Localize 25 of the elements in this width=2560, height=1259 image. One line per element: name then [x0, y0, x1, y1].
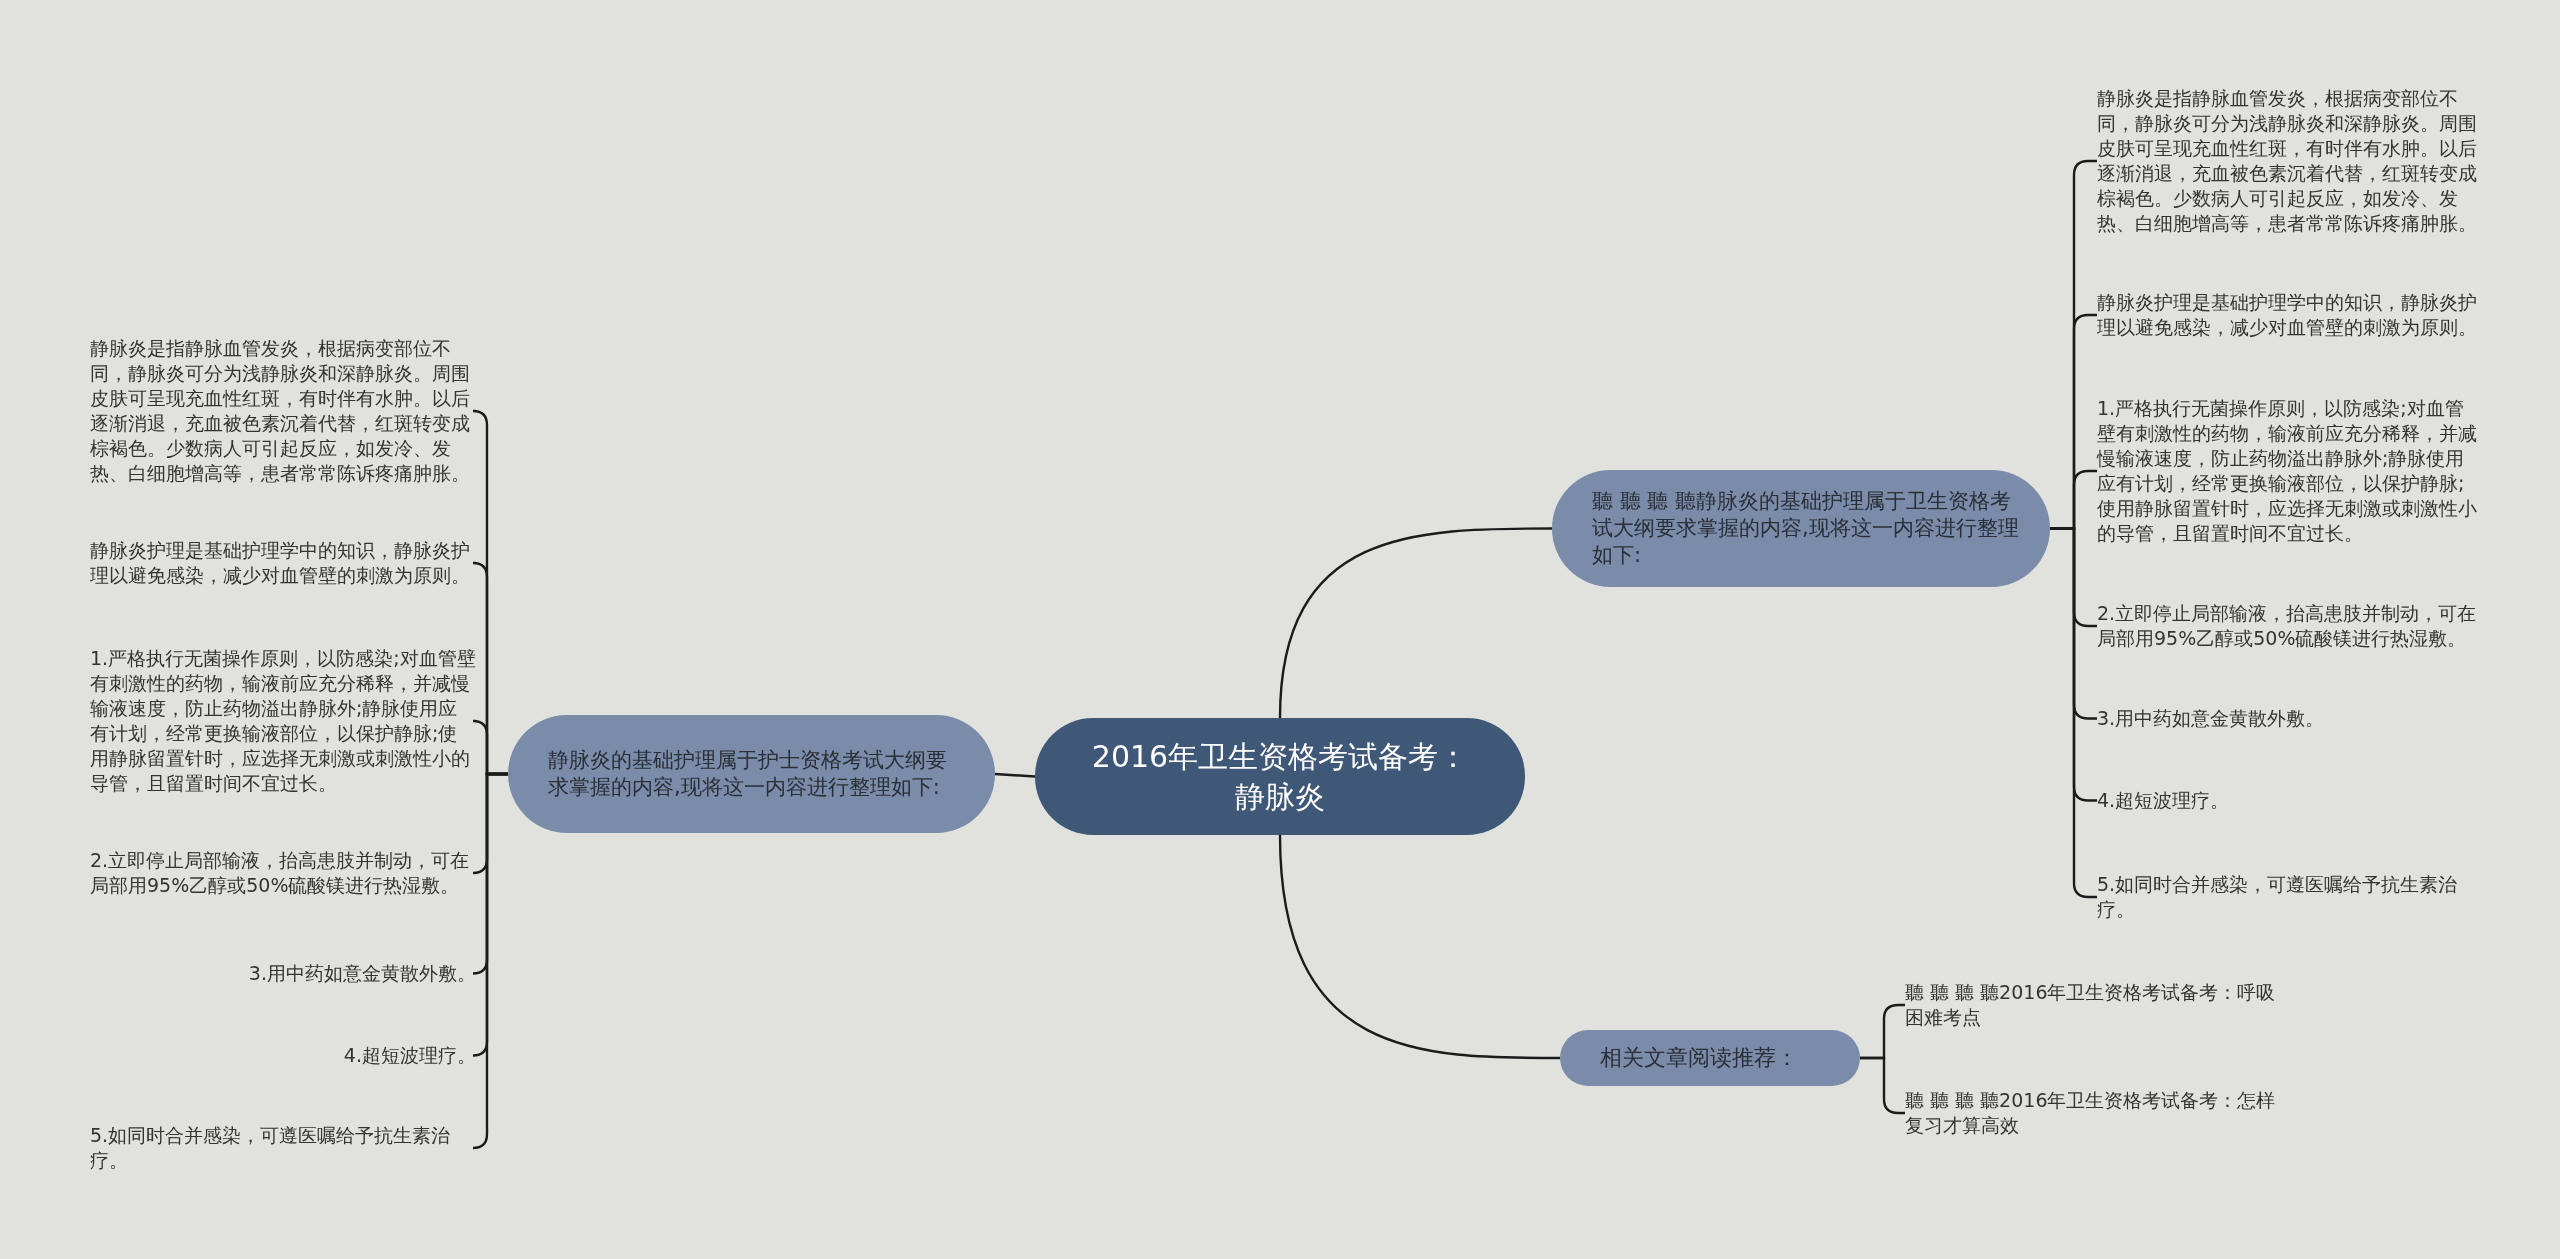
leaf-text: 5.如同时合并感染，可遵医嘱给予抗生素治疗。	[90, 1123, 476, 1173]
leaf-text: 1.严格执行无菌操作原则，以防感染;对血管壁有刺激性的药物，输液前应充分稀释，并减慢输液速度，防止药物溢出静脉外;静脉使用应有计划，经常更换输液部位，以保护静脉;使用静脉留置针时，应选择无刺激或刺激性小的导管，且留置时间不宜过长。	[90, 646, 476, 796]
leaf-text: 3.用中药如意金黄散外敷。	[2097, 706, 2325, 731]
branch-node: 静脉炎的基础护理属于护士资格考试大纲要求掌握的内容,现将这一内容进行整理如下:	[508, 715, 995, 833]
leaf-text: 2.立即停止局部输液，抬高患肢并制动，可在局部用95%乙醇或50%硫酸镁进行热湿敷。	[2097, 601, 2477, 651]
leaf-text: 4.超短波理疗。	[343, 1043, 476, 1068]
connector-line	[994, 772, 1036, 778]
connector-line	[1278, 834, 1560, 1060]
leaf-text: 静脉炎护理是基础护理学中的知识，静脉炎护理以避免感染，减少对血管壁的刺激为原则。	[90, 538, 476, 588]
branch-node: 聽 聽 聽 聽静脉炎的基础护理属于卫生资格考试大纲要求掌握的内容,现将这一内容进行整理如下:	[1552, 470, 2050, 587]
branch-node: 相关文章阅读推荐：	[1560, 1030, 1860, 1086]
connector-line	[2050, 527, 2097, 899]
central-topic: 2016年卫生资格考试备考：静脉炎	[1035, 718, 1525, 835]
leaf-text: 1.严格执行无菌操作原则，以防感染;对血管壁有刺激性的药物，输液前应充分稀释，并减慢输液速度，防止药物溢出静脉外;静脉使用应有计划，经常更换输液部位，以保护静脉;使用静脉留置针时，应选择无刺激或刺激性小的导管，且留置时间不宜过长。	[2097, 396, 2477, 546]
leaf-text: 2.立即停止局部输液，抬高患肢并制动，可在局部用95%乙醇或50%硫酸镁进行热湿敷。	[90, 848, 476, 898]
leaf-text: 静脉炎是指静脉血管发炎，根据病变部位不同，静脉炎可分为浅静脉炎和深静脉炎。周围皮肤可呈现充血性红斑，有时伴有水肿。以后逐渐消退，充血被色素沉着代替，红斑转变成棕褐色。少数病人可引起反应，如发冷、发热、白细胞增高等，患者常常陈诉疼痛肿胀。	[90, 336, 476, 486]
connector-line	[471, 772, 508, 1150]
leaf-text: 5.如同时合并感染，可遵医嘱给予抗生素治疗。	[2097, 872, 2477, 922]
leaf-text: 静脉炎护理是基础护理学中的知识，静脉炎护理以避免感染，减少对血管壁的刺激为原则。	[2097, 290, 2477, 340]
leaf-text: 4.超短波理疗。	[2097, 788, 2230, 813]
leaf-text: 聽 聽 聽 聽2016年卫生资格考试备考：呼吸困难考点	[1905, 980, 2285, 1030]
leaf-text: 静脉炎是指静脉血管发炎，根据病变部位不同，静脉炎可分为浅静脉炎和深静脉炎。周围皮肤可呈现充血性红斑，有时伴有水肿。以后逐渐消退，充血被色素沉着代替，红斑转变成棕褐色。少数病人可引起反应，如发冷、发热、白细胞增高等，患者常常陈诉疼痛肿胀。	[2097, 86, 2477, 236]
leaf-text: 聽 聽 聽 聽2016年卫生资格考试备考：怎样复习才算高效	[1905, 1088, 2285, 1138]
connector-line	[1278, 527, 1552, 719]
leaf-text: 3.用中药如意金黄散外敷。	[248, 961, 476, 986]
